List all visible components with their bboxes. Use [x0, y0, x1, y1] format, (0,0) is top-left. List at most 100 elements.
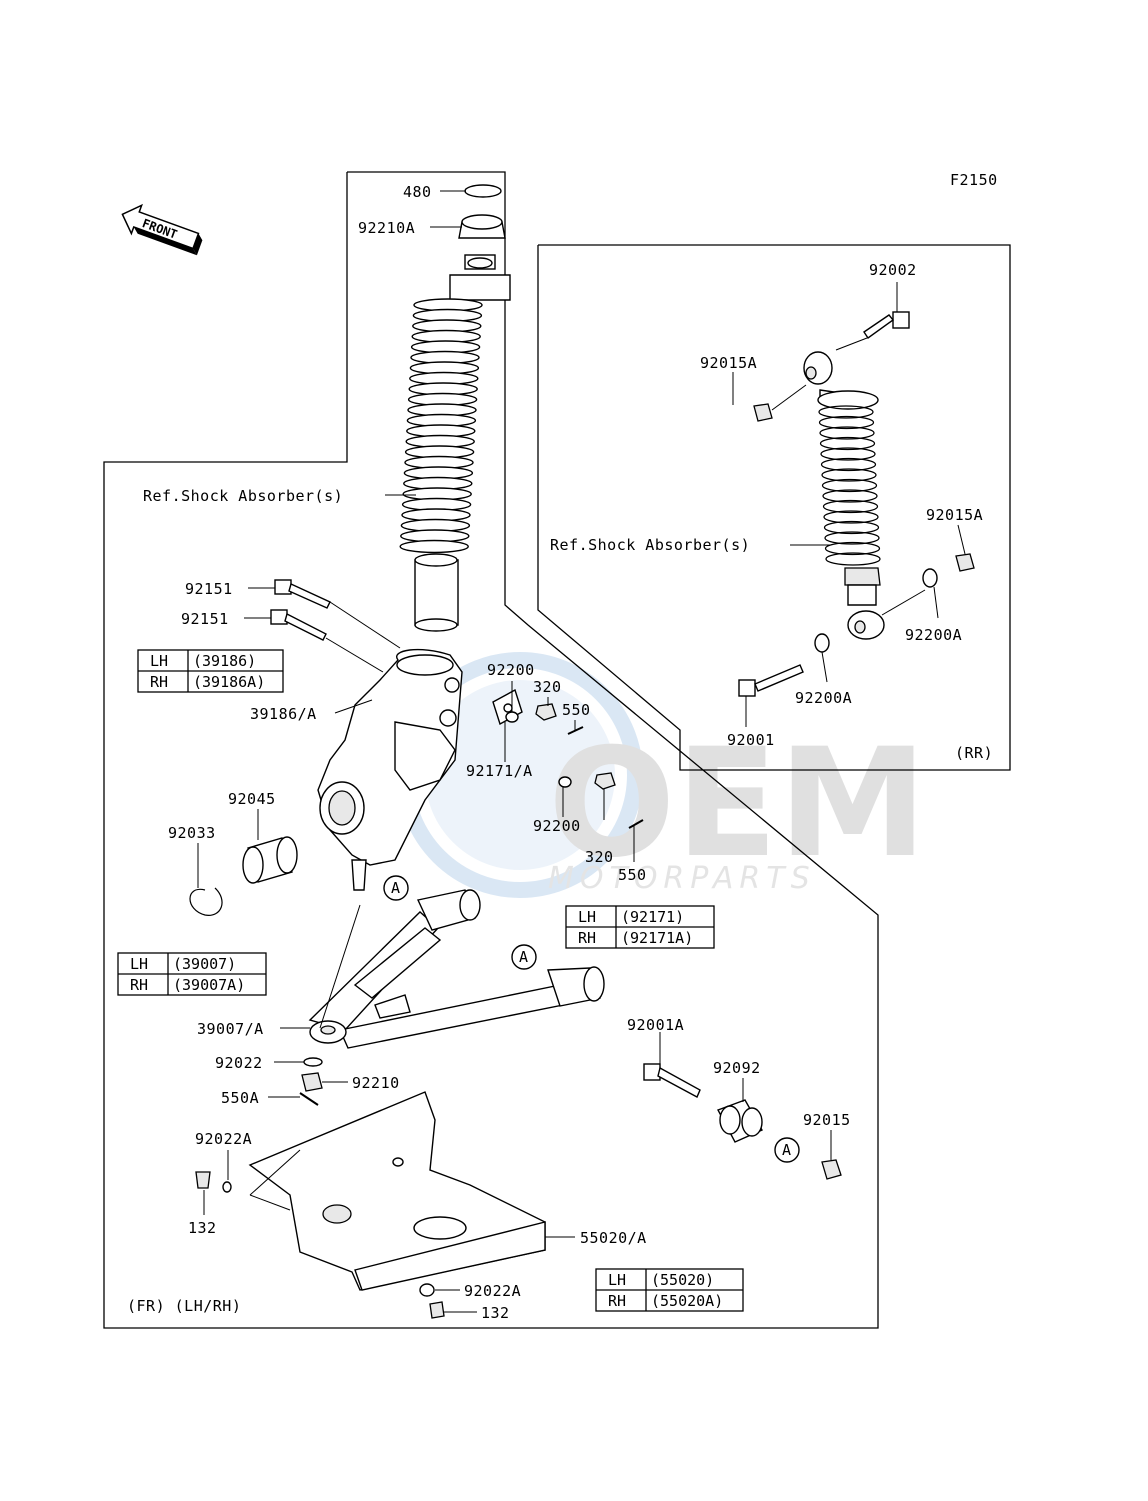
svg-text:(92171): (92171) — [621, 908, 684, 926]
svg-text:(39186): (39186) — [193, 652, 256, 670]
label-92022A-right: 92022A — [464, 1282, 521, 1300]
svg-text:LH: LH — [608, 1271, 626, 1289]
bolt-132-left — [195, 1171, 211, 1189]
spring-coil — [823, 520, 880, 535]
spring-coil — [820, 457, 877, 472]
washer-92200-lower — [558, 776, 572, 788]
ref-marker-a1: A — [383, 875, 409, 901]
washer-92200-upper — [505, 711, 519, 723]
label-320-lower: 320 — [585, 848, 614, 866]
label-92200A-right: 92200A — [905, 626, 962, 644]
pin-550-upper — [567, 726, 584, 735]
label-92033: 92033 — [168, 824, 216, 842]
svg-text:(92171A): (92171A) — [621, 929, 693, 947]
label-550-upper: 550 — [562, 701, 591, 719]
svg-text:RH: RH — [150, 673, 168, 691]
rear-shock-absorber — [803, 351, 885, 640]
label-39007: 39007/A — [197, 1020, 264, 1038]
label-92001A: 92001A — [627, 1016, 684, 1034]
washer-92022 — [303, 1057, 323, 1067]
pin-550A — [299, 1092, 319, 1106]
rear-shock-coils — [817, 390, 881, 566]
spring-coil — [819, 426, 875, 440]
label-480: 480 — [403, 183, 432, 201]
washer-92200A-upper — [922, 568, 938, 588]
svg-text:LH: LH — [130, 955, 148, 973]
bolt-92002 — [863, 311, 910, 339]
nut-92015A-upper — [753, 403, 773, 422]
label-92015A-lower: 92015A — [926, 506, 983, 524]
svg-text:RH: RH — [608, 1292, 626, 1310]
rear-section-tag: (RR) — [955, 744, 993, 762]
washer-92022A-right — [419, 1283, 435, 1297]
label-92092: 92092 — [713, 1059, 761, 1077]
a-arm-39007 — [308, 889, 605, 1049]
nut-320-upper — [535, 703, 557, 721]
table-knuckle: LH (39186) RH (39186A) — [137, 649, 284, 693]
watermark-brand: OEM — [548, 717, 927, 891]
spring-coil — [819, 436, 876, 451]
spring-coil — [821, 468, 877, 482]
label-132-right: 132 — [481, 1304, 510, 1322]
figure-code: F2150 — [950, 171, 998, 189]
svg-text:A: A — [782, 1141, 792, 1159]
label-550A: 550A — [221, 1089, 259, 1107]
bolt-92001A — [643, 1063, 701, 1098]
bolt-92151-lower — [270, 609, 327, 641]
ref-shock-label-rear: Ref.Shock Absorber(s) — [550, 536, 750, 554]
label-92200-lower: 92200 — [533, 817, 581, 835]
ref-marker-a2: A — [511, 944, 537, 970]
svg-text:A: A — [391, 879, 401, 897]
leader-lines — [197, 190, 966, 1313]
label-92001: 92001 — [727, 731, 775, 749]
front-shock-coils — [399, 298, 483, 554]
label-92022A-left: 92022A — [195, 1130, 252, 1148]
svg-text:(39007): (39007) — [173, 955, 236, 973]
label-550-lower: 550 — [618, 866, 647, 884]
bushing-92092 — [717, 1099, 763, 1143]
label-39186: 39186/A — [250, 705, 317, 723]
label-55020: 55020/A — [580, 1229, 647, 1247]
bolt-132-right — [429, 1301, 445, 1319]
label-92015A-upper: 92015A — [700, 354, 757, 372]
watermark: OEM MOTORPARTS — [397, 652, 927, 898]
svg-text:LH: LH — [150, 652, 168, 670]
front-section-tag: (FR) (LH/RH) — [127, 1297, 241, 1315]
spring-coil — [824, 541, 881, 556]
watermark-sub: MOTORPARTS — [548, 861, 816, 896]
steering-knuckle-39186 — [317, 648, 463, 891]
table-plate: LH (92171) RH (92171A) — [565, 905, 715, 949]
bolt-92001 — [738, 664, 804, 697]
svg-text:A: A — [519, 948, 529, 966]
spring-coil — [818, 405, 874, 419]
spring-coil — [821, 478, 878, 493]
spring-coil — [825, 552, 881, 566]
label-92200A-center: 92200A — [795, 689, 852, 707]
spring-coil — [822, 489, 878, 503]
rear-labels: 92002 92015A 92015A Ref.Shock Absorber(s… — [550, 261, 993, 762]
front-arrow-icon: FRONT — [121, 203, 203, 256]
label-92022: 92022 — [215, 1054, 263, 1072]
label-92210: 92210 — [352, 1074, 400, 1092]
svg-text:LH: LH — [578, 908, 596, 926]
bolt-92151-upper — [274, 579, 331, 609]
svg-text:(55020A): (55020A) — [651, 1292, 723, 1310]
svg-text:RH: RH — [578, 929, 596, 947]
pin-550-lower — [628, 819, 644, 829]
bellows-ring — [399, 539, 469, 554]
spring-coil — [823, 510, 879, 524]
label-92002: 92002 — [869, 261, 917, 279]
bearing-92045 — [242, 836, 298, 884]
label-320-upper: 320 — [533, 678, 562, 696]
washer-92200A-lower — [814, 633, 830, 653]
front-labels: 480 92210A Ref.Shock Absorber(s) 92151 9… — [127, 183, 850, 1322]
label-92210A: 92210A — [358, 219, 415, 237]
nut-92210 — [301, 1072, 323, 1092]
ref-shock-label-front: Ref.Shock Absorber(s) — [143, 487, 343, 505]
nut-92015 — [821, 1159, 842, 1180]
front-shock-absorber — [399, 184, 511, 632]
circlip-480 — [464, 184, 502, 198]
svg-text:(55020): (55020) — [651, 1271, 714, 1289]
spring-seat — [817, 390, 879, 410]
svg-text:RH: RH — [130, 976, 148, 994]
